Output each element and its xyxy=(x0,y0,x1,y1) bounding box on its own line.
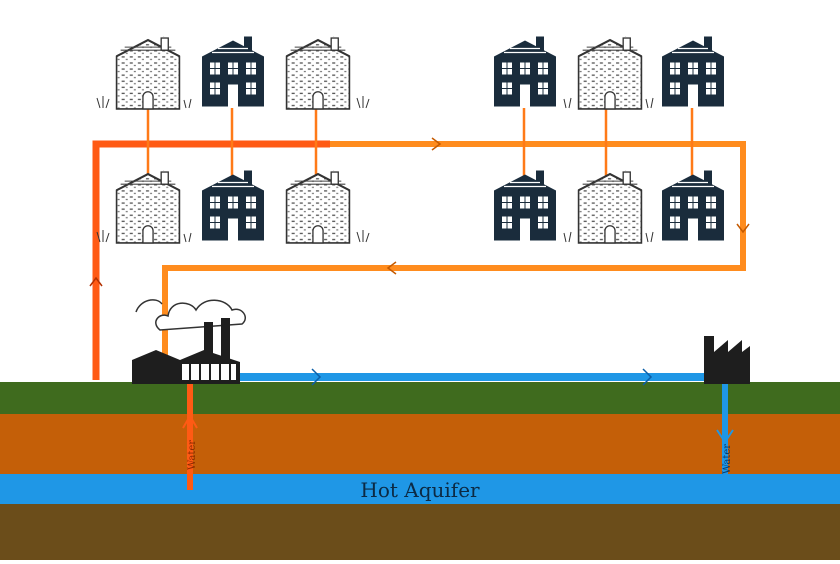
house-icon xyxy=(115,36,181,110)
house-icon xyxy=(577,36,643,110)
up-arrow-icon xyxy=(182,414,198,429)
power-plant-icon xyxy=(132,299,246,384)
soil-layer xyxy=(0,414,840,474)
flow-arrow-icon xyxy=(642,368,653,386)
ground-surface xyxy=(0,382,840,414)
house-icon xyxy=(661,169,725,242)
flow-arrow-icon xyxy=(386,261,397,275)
hot-aquifer-layer xyxy=(0,474,840,504)
flow-arrow-icon xyxy=(89,276,103,287)
production-well xyxy=(187,384,193,490)
house-icon xyxy=(201,35,265,108)
flow-arrow-icon xyxy=(311,368,322,386)
flow-arrow-icon xyxy=(736,223,750,234)
bedrock-layer xyxy=(0,504,840,560)
house-connectors xyxy=(146,108,694,176)
well-label-right: Water xyxy=(722,444,733,474)
house-icon xyxy=(201,169,265,242)
down-arrow-icon xyxy=(716,429,734,444)
house-icon xyxy=(285,170,351,244)
factory-icon xyxy=(704,336,750,384)
house-icon xyxy=(661,35,725,108)
hot-supply-pipe xyxy=(92,140,330,380)
house-icon xyxy=(577,170,643,244)
grass-tufts xyxy=(96,96,654,243)
hot-aquifer-label: Hot Aquifer xyxy=(360,478,480,502)
well-label-left: Water xyxy=(187,440,198,470)
cold-return-pipe xyxy=(238,373,730,381)
house-icon xyxy=(493,35,557,108)
house-icon xyxy=(493,169,557,242)
house-icon xyxy=(285,36,351,110)
injection-well xyxy=(722,384,728,486)
flow-arrow-icon xyxy=(431,137,442,151)
